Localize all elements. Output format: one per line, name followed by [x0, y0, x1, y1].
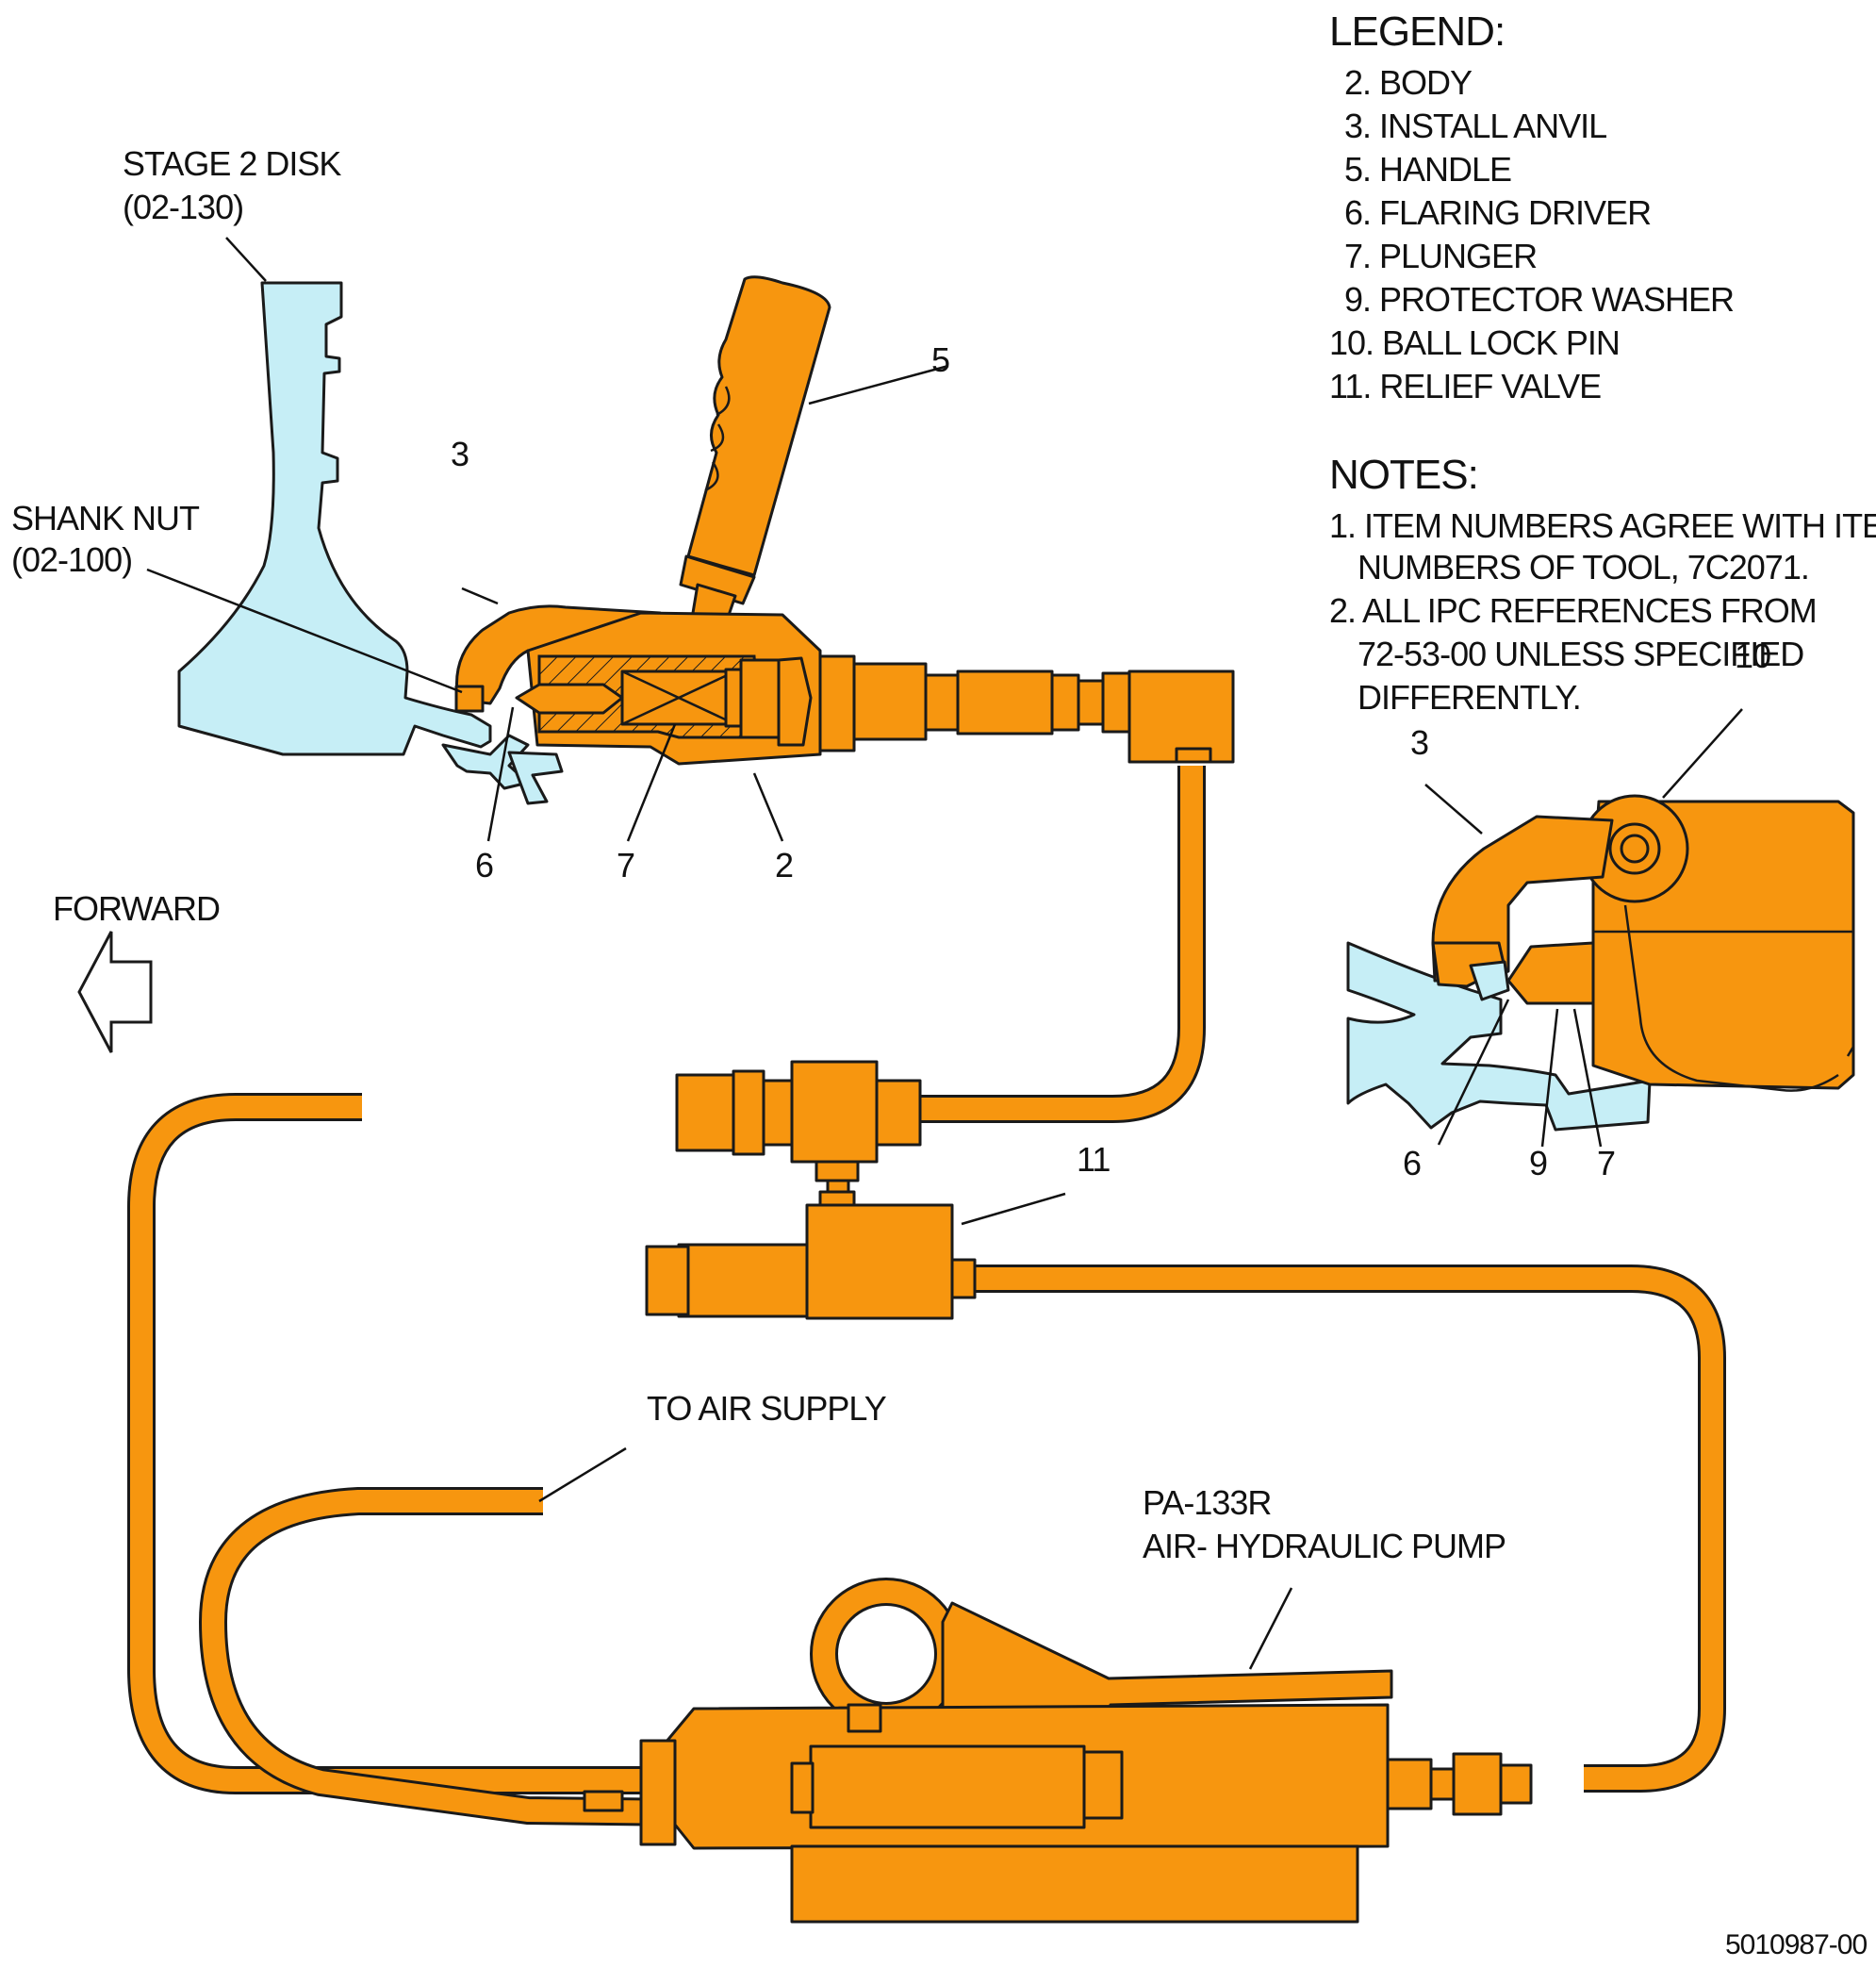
detail-item-6: 6: [1403, 1144, 1421, 1182]
shank-nut-part-number: (02-100): [11, 540, 132, 579]
hoses: [127, 766, 1726, 1826]
legend-title: LEGEND:: [1329, 8, 1505, 55]
stage2-disk-part-number: (02-130): [123, 188, 243, 226]
detail-view: [1346, 794, 1855, 1132]
legend-item: 7. PLUNGER: [1344, 237, 1537, 275]
legend-item: 2. BODY: [1344, 63, 1473, 102]
detail-item-10: 10: [1735, 636, 1770, 675]
callouts: STAGE 2 DISK (02-130) SHANK NUT (02-100)…: [11, 144, 1868, 1960]
legend-item: 10. BALL LOCK PIN: [1329, 323, 1620, 362]
pump-model-label: PA-133R: [1143, 1483, 1271, 1522]
item-5: 5: [931, 340, 949, 379]
note-line: 72-53-00 UNLESS SPECIFIED: [1358, 635, 1803, 673]
forward-arrow-icon: [77, 931, 153, 1053]
figure-id: 5010987-00: [1725, 1929, 1867, 1960]
flaring-tool: [454, 275, 1235, 766]
notes-title: NOTES:: [1329, 452, 1478, 498]
legend-item: 6. FLARING DRIVER: [1344, 193, 1651, 232]
legend: LEGEND: 2. BODY 3. INSTALL ANVIL 5. HAND…: [1329, 8, 1735, 405]
item-7: 7: [617, 846, 634, 884]
forward-label: FORWARD: [53, 889, 220, 928]
detail-item-9: 9: [1529, 1144, 1547, 1182]
note-line: 2. ALL IPC REFERENCES FROM: [1329, 591, 1817, 630]
legend-item: 5. HANDLE: [1344, 150, 1511, 189]
item-2: 2: [775, 846, 793, 884]
item-6: 6: [475, 846, 493, 884]
detail-item-3: 3: [1410, 723, 1428, 762]
note-line: NUMBERS OF TOOL, 7C2071.: [1358, 548, 1809, 587]
shank-nut-label: SHANK NUT: [11, 499, 200, 537]
leader-lines: [146, 237, 1743, 1670]
item-11: 11: [1077, 1140, 1110, 1179]
legend-item: 9. PROTECTOR WASHER: [1344, 280, 1734, 319]
detail-item-7: 7: [1597, 1144, 1615, 1182]
stage2-disk-label: STAGE 2 DISK: [123, 144, 341, 183]
handle: [686, 275, 831, 577]
relief-valve: [645, 1203, 977, 1320]
air-hydraulic-pump: [583, 1578, 1533, 1924]
item-3: 3: [451, 435, 469, 473]
note-line: DIFFERENTLY.: [1358, 678, 1581, 717]
notes: NOTES: 1. ITEM NUMBERS AGREE WITH ITEM N…: [1329, 452, 1876, 717]
note-line: 1. ITEM NUMBERS AGREE WITH ITEM: [1329, 506, 1876, 545]
legend-item: 3. INSTALL ANVIL: [1344, 107, 1606, 145]
air-supply-label: TO AIR SUPPLY: [647, 1389, 887, 1428]
pump-name-label: AIR- HYDRAULIC PUMP: [1143, 1527, 1506, 1565]
tee-fitting: [675, 1060, 922, 1207]
stage-2-disk: [177, 281, 564, 805]
flaring-driver: [515, 683, 624, 715]
legend-item: 11. RELIEF VALVE: [1329, 367, 1601, 405]
